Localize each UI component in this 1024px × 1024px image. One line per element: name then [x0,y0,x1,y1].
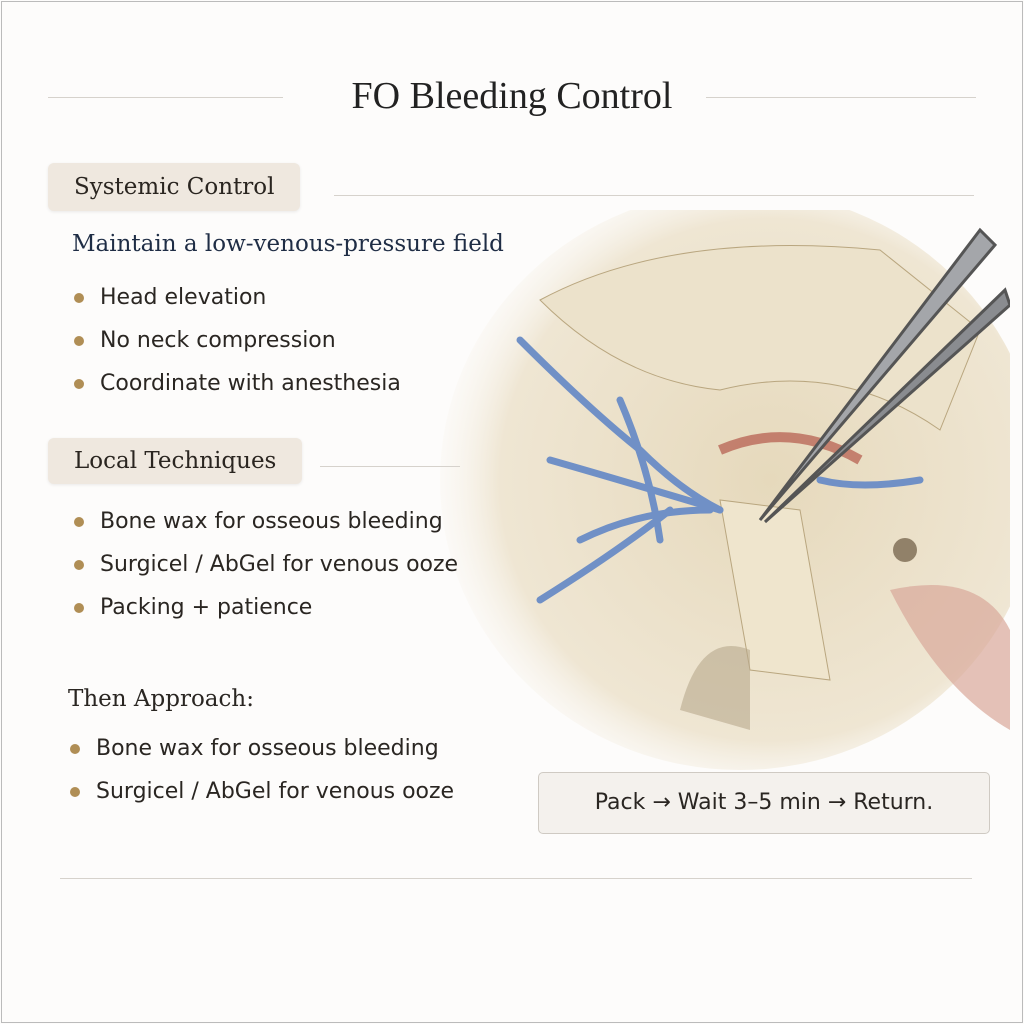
section-rule [320,466,460,467]
bullet-icon [74,602,84,613]
veins [516,336,924,604]
bullet-icon [74,516,84,527]
item-text: No neck compression [100,328,336,353]
footer-rule [60,878,972,879]
section-local-techniques: Local Techniques [48,438,303,484]
item-text: Bone wax for osseous bleeding [96,736,439,761]
list-item: No neck compression [74,319,401,362]
section-rule [334,195,974,196]
then-approach-heading: Then Approach: [68,686,254,712]
list-item: Packing + patience [74,586,458,629]
item-text: Bone wax for osseous bleeding [100,509,443,534]
skull-base-illustration [440,210,1010,770]
item-text: Surgicel / AbGel for venous ooze [100,552,459,577]
title-rule-right [706,97,976,98]
list-item: Surgicel / AbGel for venous ooze [70,770,454,813]
bullet-icon [74,378,84,389]
list-item: Head elevation [74,276,401,319]
title-rule-left [48,97,283,98]
list-item: Bone wax for osseous bleeding [74,500,458,543]
then-list: Bone wax for osseous bleeding Surgicel /… [70,727,454,813]
item-text: Packing + patience [100,595,313,620]
systemic-list: Head elevation No neck compression Coord… [74,276,401,405]
bullet-icon [74,292,84,303]
bullet-icon [70,743,80,754]
pack-wait-return-callout: Pack → Wait 3–5 min → Return. [538,772,990,834]
bullet-icon [70,786,80,797]
page-title: FO Bleeding Control [351,75,673,117]
section-systemic-control: Systemic Control [48,163,301,211]
list-item: Coordinate with anesthesia [74,362,401,405]
bullet-icon [74,335,84,346]
systemic-subtitle: Maintain a low-venous-pressure field [72,231,504,257]
item-text: Coordinate with anesthesia [100,371,401,396]
bullet-icon [74,559,84,570]
item-text: Head elevation [100,285,267,310]
local-list: Bone wax for osseous bleeding Surgicel /… [74,500,458,629]
list-item: Bone wax for osseous bleeding [70,727,454,770]
item-text: Surgicel / AbGel for venous ooze [96,779,455,804]
forceps-icon [758,227,1010,524]
list-item: Surgicel / AbGel for venous ooze [74,543,458,586]
